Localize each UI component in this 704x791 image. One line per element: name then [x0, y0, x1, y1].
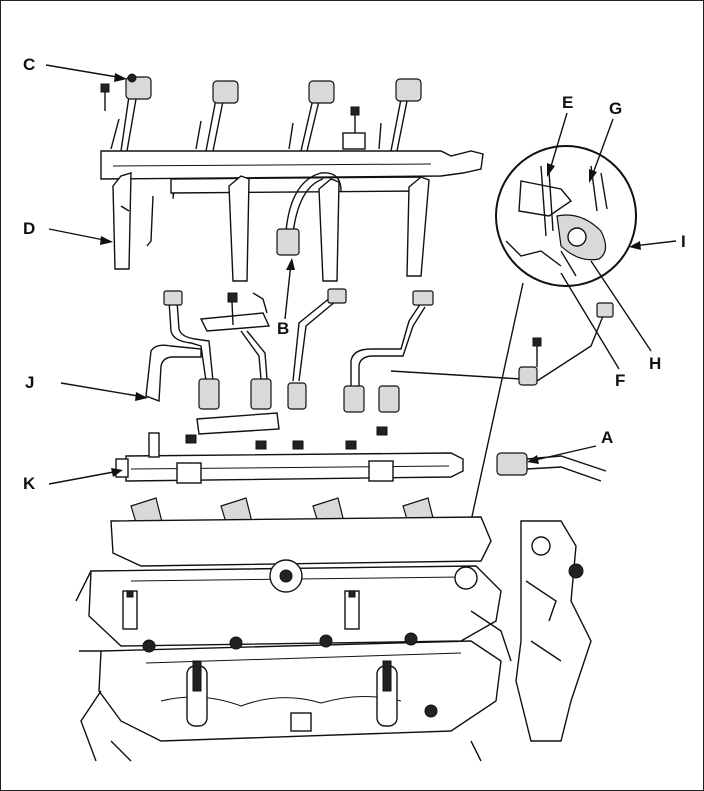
callout-i: I [681, 232, 686, 251]
callout-f: F [615, 371, 625, 390]
coil-connector-2 [195, 80, 239, 152]
detail-inset [430, 145, 637, 540]
callout-h: H [649, 354, 661, 373]
drop-leads [112, 172, 430, 282]
callout-b: B [277, 319, 289, 338]
coil-connector-1 [110, 73, 152, 152]
engine-block [75, 516, 592, 762]
callout-e: E [562, 93, 573, 112]
fuel-rail [115, 426, 607, 484]
coil-connector-3 [288, 80, 335, 152]
harness-bolt-1 [100, 83, 110, 111]
callout-d: D [23, 219, 35, 238]
callout-c: C [23, 55, 35, 74]
leader-lines [45, 64, 677, 485]
callout-j: J [25, 373, 34, 392]
upper-harness-assembly [100, 73, 484, 282]
callout-g: G [609, 99, 622, 118]
callout-labels: C D B J K A E G I F H [23, 55, 686, 493]
coil-connector-4 [378, 78, 422, 152]
callout-k: K [23, 474, 36, 493]
harness-bolt-2 [342, 106, 366, 150]
callout-a: A [601, 428, 613, 447]
injector-sub-harness [145, 288, 614, 435]
